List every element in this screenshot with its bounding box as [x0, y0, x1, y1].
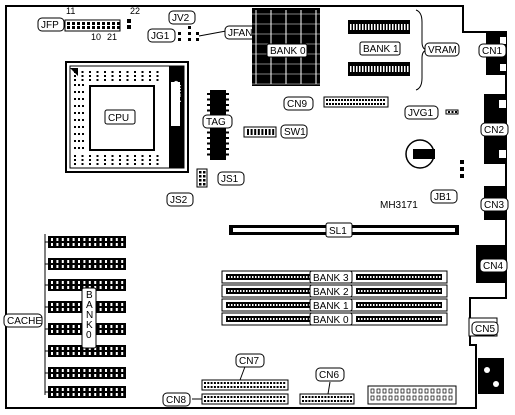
svg-text:JFP: JFP [41, 20, 59, 31]
label-simm-bank2: BANK 2 [309, 284, 353, 298]
svg-text:A: A [86, 300, 93, 311]
label-sl1: SL1 [325, 222, 353, 238]
svg-text:JS2: JS2 [170, 195, 188, 206]
label-sw1: SW1 [280, 124, 308, 139]
label-cache: CACHE [3, 313, 43, 328]
svg-text:B: B [86, 290, 93, 301]
jfp-pin-11-label: 11 [66, 6, 75, 16]
label-bank1-top: BANK 1 [359, 41, 401, 56]
label-js1: JS1 [217, 171, 245, 186]
label-vram: VRAM [424, 42, 460, 57]
svg-text:TAG: TAG [206, 117, 226, 128]
label-cn9: CN9 [283, 96, 314, 111]
cn9-connector [323, 96, 389, 108]
svg-text:CN6: CN6 [319, 370, 339, 381]
svg-text:JFAN: JFAN [228, 28, 252, 39]
battery [405, 139, 435, 169]
svg-text:BANK 2: BANK 2 [313, 287, 349, 298]
svg-text:CN1: CN1 [482, 46, 502, 57]
svg-text:N: N [86, 310, 93, 321]
label-cn4: CN4 [479, 258, 508, 273]
svg-text:CN9: CN9 [287, 99, 307, 110]
svg-text:K: K [86, 320, 93, 331]
label-simm-bank0: BANK 0 [309, 312, 353, 326]
jfp-header: 11 22 10 21 [64, 6, 140, 42]
label-cn5: CN5 [471, 321, 499, 336]
label-jb1: JB1 [430, 189, 458, 204]
svg-text:CN3: CN3 [484, 200, 504, 211]
svg-text:SW1: SW1 [284, 127, 306, 138]
svg-text:BANK 3: BANK 3 [313, 273, 349, 284]
jfan-jumper [196, 30, 227, 41]
simm-sockets [221, 270, 448, 326]
svg-text:0: 0 [86, 330, 92, 341]
cn6-header [299, 381, 355, 405]
dram-bank1-sockets [348, 20, 410, 76]
svg-text:JVG1: JVG1 [408, 108, 433, 119]
svg-text:CN7: CN7 [239, 356, 259, 367]
label-cn7: CN7 [235, 353, 265, 368]
svg-text:JG1: JG1 [151, 31, 170, 42]
label-simm-bank3: BANK 3 [309, 270, 353, 284]
jfp-pin-22-label: 22 [130, 6, 140, 16]
label-amp: AMP [173, 80, 184, 102]
label-jv2: JV2 [168, 10, 196, 25]
label-jg1: JG1 [147, 28, 176, 43]
label-simm-bank1: BANK 1 [309, 298, 353, 312]
cpu-socket [65, 61, 189, 173]
jfp-pin-21-label: 21 [107, 32, 117, 42]
jb1-jumper [460, 160, 464, 178]
svg-text:CACHE: CACHE [7, 316, 42, 327]
label-cn6: CN6 [315, 367, 345, 382]
jfp-pin-10-label: 10 [91, 32, 101, 42]
label-js2: JS2 [166, 192, 194, 207]
svg-text:CPU: CPU [108, 113, 129, 124]
svg-text:CN5: CN5 [475, 324, 495, 335]
svg-text:BANK 0: BANK 0 [313, 315, 349, 326]
sw1-dip-switch [243, 126, 277, 138]
svg-text:BANK 0: BANK 0 [270, 46, 306, 57]
svg-text:BANK 1: BANK 1 [363, 44, 399, 55]
label-cn3: CN3 [480, 197, 509, 212]
jg1-jumper [178, 32, 181, 41]
label-jfp: JFP [37, 17, 65, 32]
svg-text:BANK 1: BANK 1 [313, 301, 349, 312]
label-bank0-top: BANK 0 [266, 43, 308, 58]
cn7-cn8-header [192, 363, 289, 405]
label-jvg1: JVG1 [404, 105, 439, 120]
label-tag: TAG [202, 114, 233, 129]
svg-text:CN2: CN2 [484, 125, 504, 136]
js-jumpers [196, 168, 208, 188]
expansion-header [367, 385, 457, 405]
label-cn1: CN1 [478, 43, 507, 58]
jvg1-jumper [445, 109, 459, 115]
label-jfan: JFAN [224, 25, 257, 40]
audio-ports [478, 358, 504, 394]
label-cn8: CN8 [162, 392, 191, 407]
board-outline [5, 5, 507, 409]
svg-text:SL1: SL1 [329, 226, 347, 237]
svg-text:JB1: JB1 [434, 192, 452, 203]
svg-text:CN4: CN4 [483, 261, 503, 272]
svg-text:JS1: JS1 [221, 174, 239, 185]
svg-text:CN8: CN8 [166, 395, 186, 406]
svg-text:JV2: JV2 [172, 13, 190, 24]
model-code: MH3171 [380, 200, 418, 211]
label-cpu: CPU [104, 109, 136, 125]
svg-text:VRAM: VRAM [428, 45, 457, 56]
label-cn2: CN2 [480, 122, 509, 137]
